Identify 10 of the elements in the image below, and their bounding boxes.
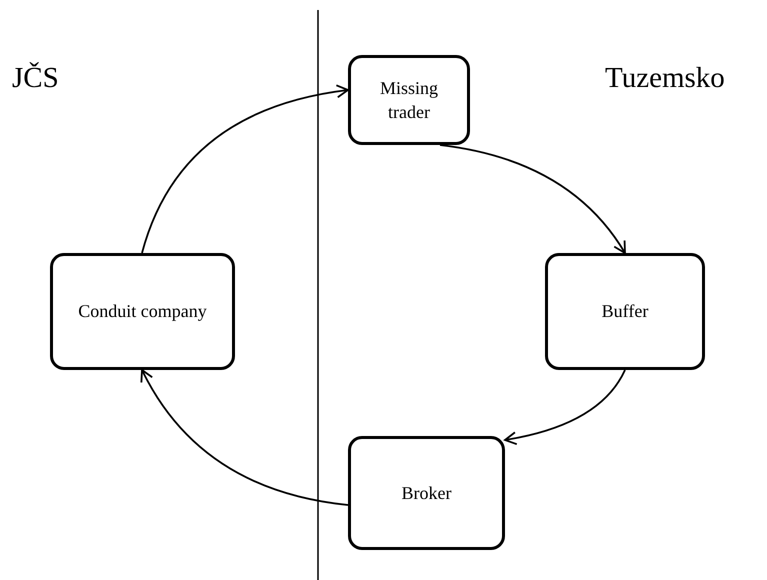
region-label: JČS — [12, 62, 59, 95]
rounded-box: Conduit company — [50, 253, 235, 370]
rounded-box: Buffer — [545, 253, 705, 370]
curved-arrow — [141, 84, 349, 254]
rounded-box: Missing trader — [348, 55, 470, 145]
curved-arrow — [141, 369, 348, 506]
curved-arrow — [504, 370, 626, 445]
rounded-box: Broker — [348, 436, 505, 550]
region-label: Tuzemsko — [605, 62, 725, 95]
curved-arrow — [440, 144, 626, 254]
